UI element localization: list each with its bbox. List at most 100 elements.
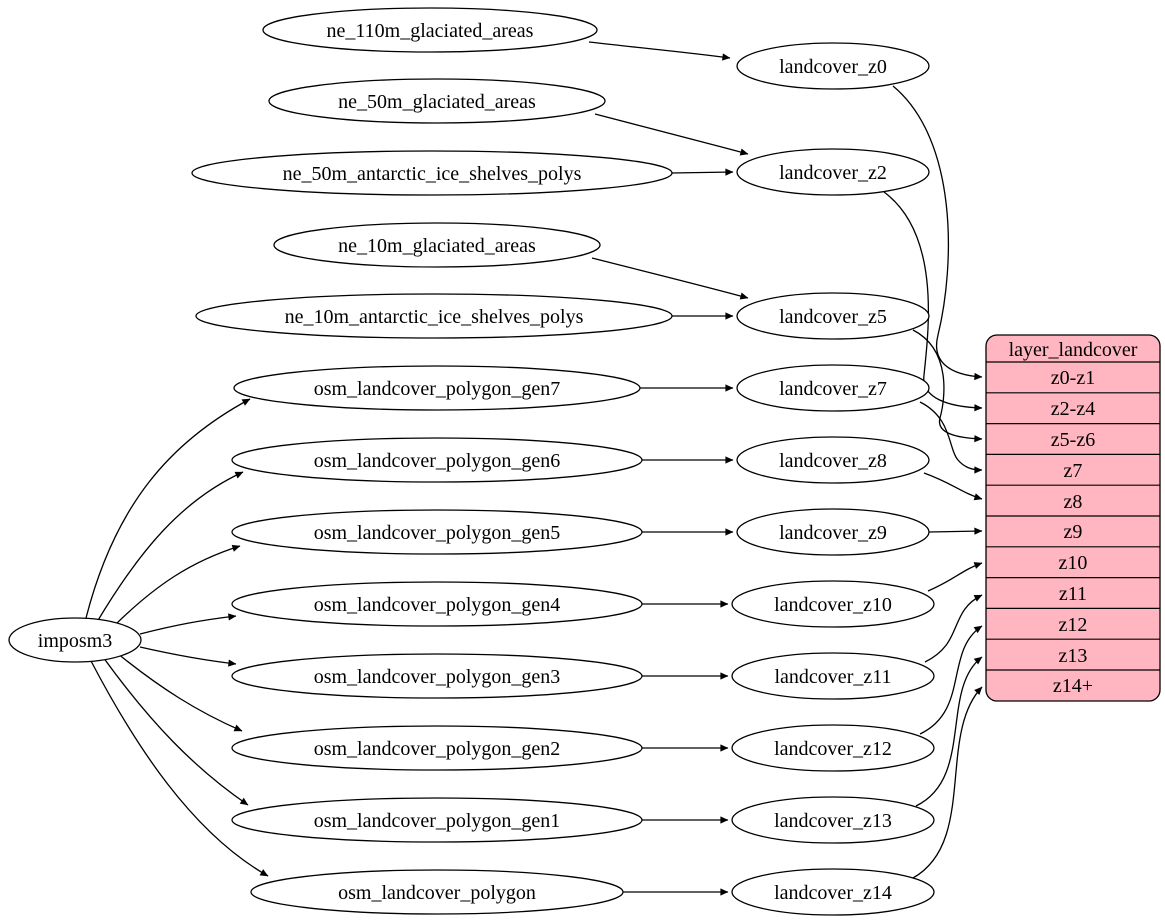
table-row-label-z7: z7 [1064, 460, 1083, 482]
table-row-label-z14: z14+ [1053, 675, 1093, 697]
node-landcover_z2: landcover_z2 [736, 148, 930, 196]
node-osm_landcover_polygon-label: osm_landcover_polygon [338, 882, 536, 904]
edge-landcover_z10-row-z10 [927, 562, 983, 592]
edge-landcover_z8-row-z8 [923, 472, 983, 501]
node-imposm3: imposm3 [8, 617, 142, 663]
node-landcover_z13-shape [731, 796, 935, 844]
table-row-label-z12: z12 [1059, 614, 1088, 636]
table-background [985, 334, 1161, 702]
node-landcover_z0-shape [736, 42, 930, 90]
node-ne_50m_glaciated_areas: ne_50m_glaciated_areas [268, 78, 606, 124]
node-osm_landcover_polygon_gen7-label: osm_landcover_polygon_gen7 [314, 378, 561, 400]
table-layer_landcover: layer_landcover z0-z1 z2-z4 z5-z6 z7 z8 … [985, 334, 1161, 702]
node-landcover_z7: landcover_z7 [736, 364, 930, 412]
node-osm_landcover_polygon_gen1-shape [231, 797, 643, 843]
table-row-label-z9: z9 [1064, 521, 1083, 543]
edge-landcover_z5-row-z5-z6 [912, 329, 983, 443]
edge-landcover_z12-row-z12 [919, 625, 983, 735]
node-ne_110m_glaciated_areas-label: ne_110m_glaciated_areas [327, 20, 534, 42]
node-landcover_z8-label: landcover_z8 [779, 450, 887, 472]
node-ne_50m_antarctic_ice_shelves_polys: ne_50m_antarctic_ice_shelves_polys [191, 150, 673, 196]
node-osm_landcover_polygon_gen5-shape [231, 509, 643, 555]
node-landcover_z10-label: landcover_z10 [774, 594, 892, 616]
table-title: layer_landcover [1009, 339, 1138, 361]
node-osm_landcover_polygon_gen6-label: osm_landcover_polygon_gen6 [314, 450, 561, 472]
node-ne_110m_glaciated_areas-shape [262, 7, 598, 53]
node-imposm3-shape [8, 617, 142, 663]
node-ne_10m_antarctic_ice_shelves_polys-label: ne_10m_antarctic_ice_shelves_polys [285, 306, 584, 328]
node-osm_landcover_polygon_gen6-shape [231, 437, 643, 483]
node-landcover_z11-shape [731, 652, 935, 700]
edge-imposm3-osm_landcover_polygon_gen3 [139, 646, 237, 667]
node-osm_landcover_polygon_gen2: osm_landcover_polygon_gen2 [231, 725, 643, 771]
node-landcover_z14-shape [731, 868, 935, 916]
edge-ne_50m_antarctic_ice_shelves_polys-landcover_z2 [671, 168, 734, 176]
node-osm_landcover_polygon_gen4-label: osm_landcover_polygon_gen4 [314, 594, 561, 616]
edge-landcover_z2-row-z2-z4 [883, 191, 983, 412]
node-landcover_z9-label: landcover_z9 [779, 522, 887, 544]
node-landcover_z0: landcover_z0 [736, 42, 930, 90]
node-landcover_z14: landcover_z14 [731, 868, 935, 916]
node-landcover_z14-label: landcover_z14 [774, 882, 892, 904]
node-landcover_z2-label: landcover_z2 [779, 162, 887, 184]
node-ne_10m_antarctic_ice_shelves_polys-shape [195, 293, 673, 339]
node-landcover_z11: landcover_z11 [731, 652, 935, 700]
edge-landcover_z11-row-z11 [924, 594, 983, 663]
node-osm_landcover_polygon_gen3: osm_landcover_polygon_gen3 [231, 653, 643, 699]
node-osm_landcover_polygon_gen2-shape [231, 725, 643, 771]
edge-landcover_z13-row-z13 [915, 656, 983, 807]
node-ne_50m_antarctic_ice_shelves_polys-shape [191, 150, 673, 196]
edge-ne_50m_glaciated_areas-landcover_z2 [594, 113, 749, 156]
node-landcover_z2-shape [736, 148, 930, 196]
node-osm_landcover_polygon-shape [250, 869, 624, 915]
node-landcover_z13: landcover_z13 [731, 796, 935, 844]
node-ne_10m_glaciated_areas-label: ne_10m_glaciated_areas [338, 235, 536, 257]
node-landcover_z11-label: landcover_z11 [775, 666, 892, 688]
node-osm_landcover_polygon_gen6: osm_landcover_polygon_gen6 [231, 437, 643, 483]
node-osm_landcover_polygon_gen7-shape [233, 365, 641, 411]
node-osm_landcover_polygon_gen3-shape [231, 653, 643, 699]
table-row-label-z13: z13 [1059, 645, 1088, 667]
table-row-label-z2-z4: z2-z4 [1051, 398, 1095, 420]
node-landcover_z9-shape [736, 508, 930, 556]
node-osm_landcover_polygon_gen5-label: osm_landcover_polygon_gen5 [314, 522, 561, 544]
table-row-label-z11: z11 [1059, 583, 1087, 605]
node-landcover_z10: landcover_z10 [731, 580, 935, 628]
node-osm_landcover_polygon_gen4-shape [231, 581, 643, 627]
node-ne_50m_antarctic_ice_shelves_polys-label: ne_50m_antarctic_ice_shelves_polys [283, 163, 582, 185]
node-osm_landcover_polygon_gen5: osm_landcover_polygon_gen5 [231, 509, 643, 555]
edge-imposm3-osm_landcover_polygon_gen6 [96, 471, 244, 623]
node-ne_50m_glaciated_areas-shape [268, 78, 606, 124]
node-landcover_z7-label: landcover_z7 [779, 378, 887, 400]
node-ne_10m_glaciated_areas-shape [273, 222, 601, 268]
edge-imposm3-osm_landcover_polygon_gen7 [85, 398, 251, 619]
node-landcover_z5: landcover_z5 [736, 292, 930, 340]
edge-layer [85, 41, 983, 896]
node-landcover_z7-shape [736, 364, 930, 412]
edge-imposm3-osm_landcover_polygon [90, 660, 269, 877]
edge-imposm3-osm_landcover_polygon_gen4 [139, 613, 237, 635]
node-landcover_z12-shape [731, 724, 935, 772]
node-osm_landcover_polygon_gen2-label: osm_landcover_polygon_gen2 [314, 738, 561, 760]
node-ne_10m_glaciated_areas: ne_10m_glaciated_areas [273, 222, 601, 268]
node-ne_50m_glaciated_areas-label: ne_50m_glaciated_areas [338, 91, 536, 113]
node-ne_110m_glaciated_areas: ne_110m_glaciated_areas [262, 7, 598, 53]
node-osm_landcover_polygon: osm_landcover_polygon [250, 869, 624, 915]
edge-ne_10m_glaciated_areas-landcover_z5 [591, 257, 749, 300]
node-landcover_z12-label: landcover_z12 [774, 738, 892, 760]
edge-ne_110m_glaciated_areas-landcover_z0 [588, 41, 731, 61]
node-landcover_z8-shape [736, 436, 930, 484]
node-osm_landcover_polygon_gen3-label: osm_landcover_polygon_gen3 [314, 666, 561, 688]
node-imposm3-label: imposm3 [38, 630, 112, 652]
table-row-label-z5-z6: z5-z6 [1051, 429, 1095, 451]
node-landcover_z8: landcover_z8 [736, 436, 930, 484]
edge-imposm3-osm_landcover_polygon_gen2 [116, 652, 243, 732]
node-ne_10m_antarctic_ice_shelves_polys: ne_10m_antarctic_ice_shelves_polys [195, 293, 673, 339]
node-landcover_z5-label: landcover_z5 [779, 306, 887, 328]
edge-landcover_z0-row-z0-z1 [892, 85, 983, 381]
edge-imposm3-osm_landcover_polygon_gen1 [102, 656, 249, 806]
table-row-label-z0-z1: z0-z1 [1051, 367, 1095, 389]
edge-landcover_z14-row-z14 [912, 686, 983, 879]
